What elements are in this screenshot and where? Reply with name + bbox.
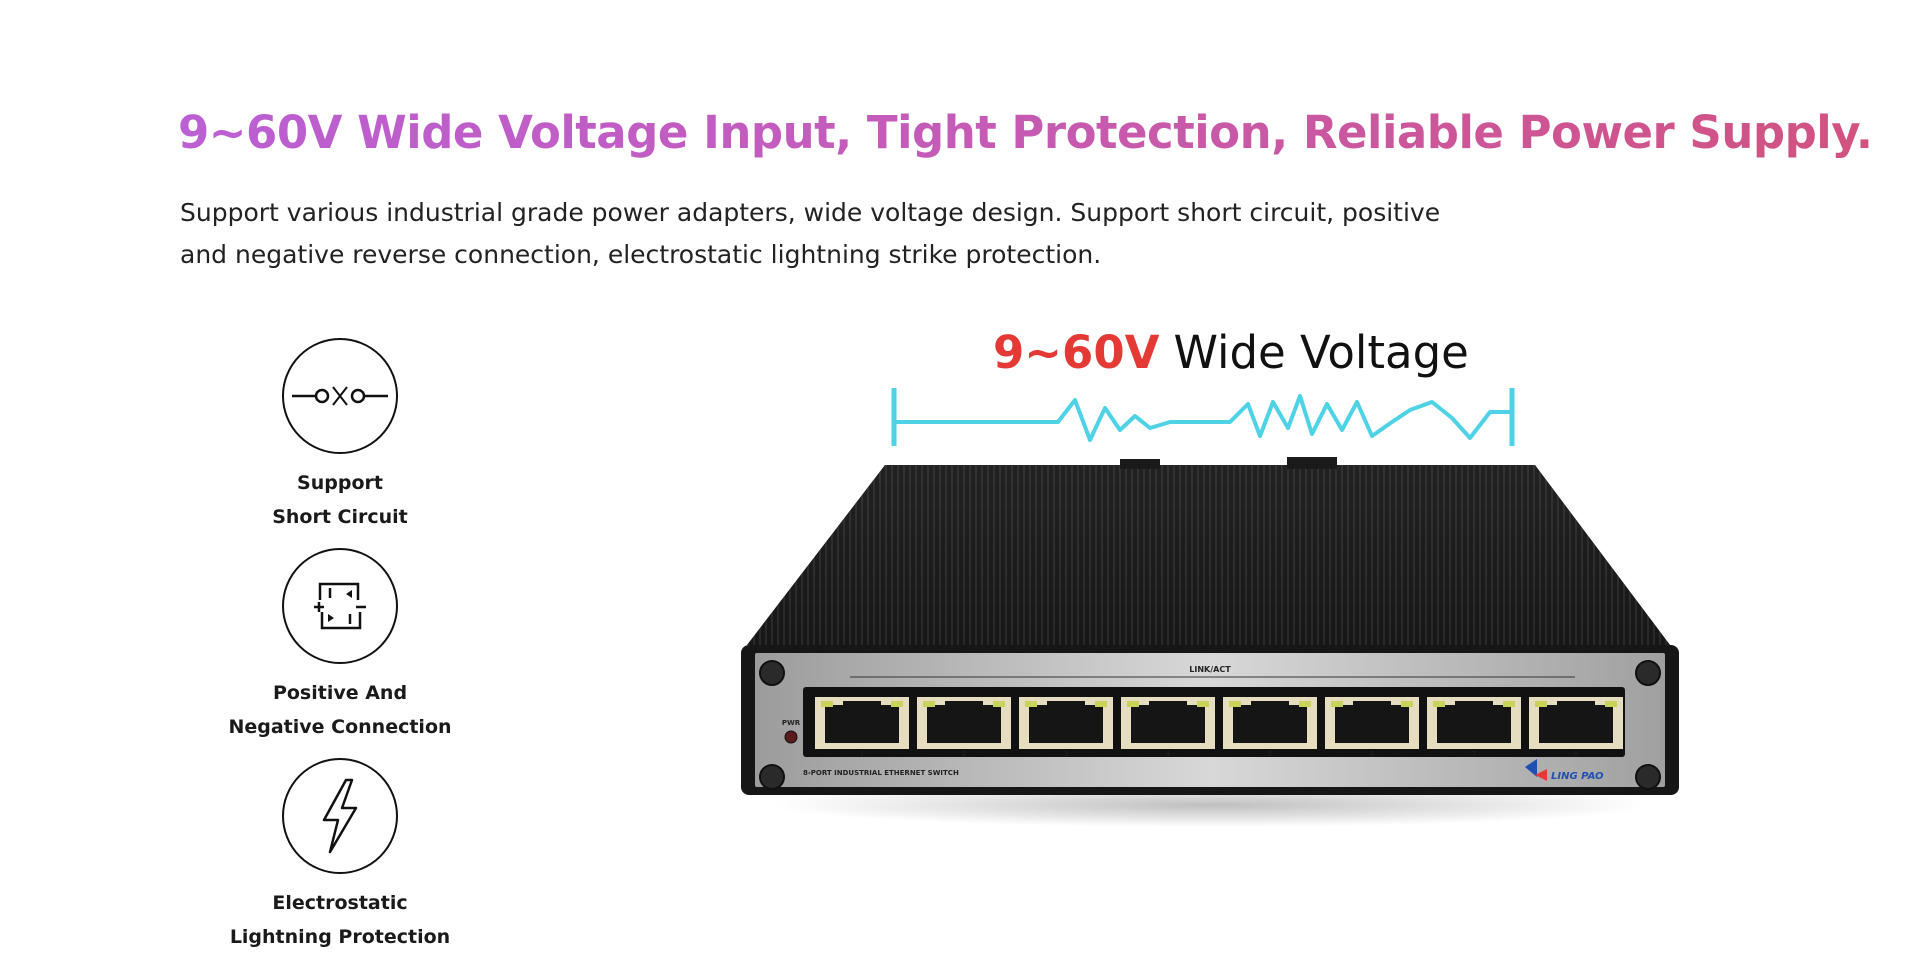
feature-lightning: Electrostatic Lightning Protection [200, 758, 480, 954]
feature-label: Support Short Circuit [272, 472, 408, 528]
port-number: 4 [1166, 750, 1171, 758]
polarity-icon [282, 548, 398, 664]
port-number: 7 [1472, 750, 1476, 758]
port-number: 3 [1064, 750, 1068, 758]
page-title: 9~60V Wide Voltage Input, Tight Protecti… [178, 106, 1873, 159]
model-label: 8-PORT INDUSTRIAL ETHERNET SWITCH [803, 769, 959, 777]
brand-logo-icon [1525, 759, 1547, 781]
lightning-icon [282, 758, 398, 874]
voltage-label: Wide Voltage [1173, 326, 1469, 379]
feature-short-circuit: Support Short Circuit [200, 338, 480, 534]
port-number: 6 [1370, 750, 1375, 758]
port-number: 1 [860, 750, 864, 758]
port-number: 5 [1268, 750, 1272, 758]
pwr-label: PWR [782, 719, 801, 727]
port-number: 2 [962, 750, 966, 758]
feature-label: Positive And Negative Connection [228, 682, 452, 738]
short-circuit-icon [282, 338, 398, 454]
port-number: 8 [1574, 750, 1578, 758]
page-description: Support various industrial grade power a… [180, 198, 1441, 269]
feature-label: Electrostatic Lightning Protection [229, 892, 451, 948]
voltage-wave-icon [891, 388, 1515, 446]
ethernet-switch-image: LINK/ACT PWR 1 2 3 4 5 6 7 8 8-PORT INDU… [741, 457, 1679, 827]
link-act-label: LINK/ACT [1189, 665, 1231, 674]
feature-polarity: Positive And Negative Connection [200, 548, 480, 744]
voltage-value: 9~60V [993, 326, 1160, 379]
brand-name: LING PAO [1551, 771, 1604, 782]
